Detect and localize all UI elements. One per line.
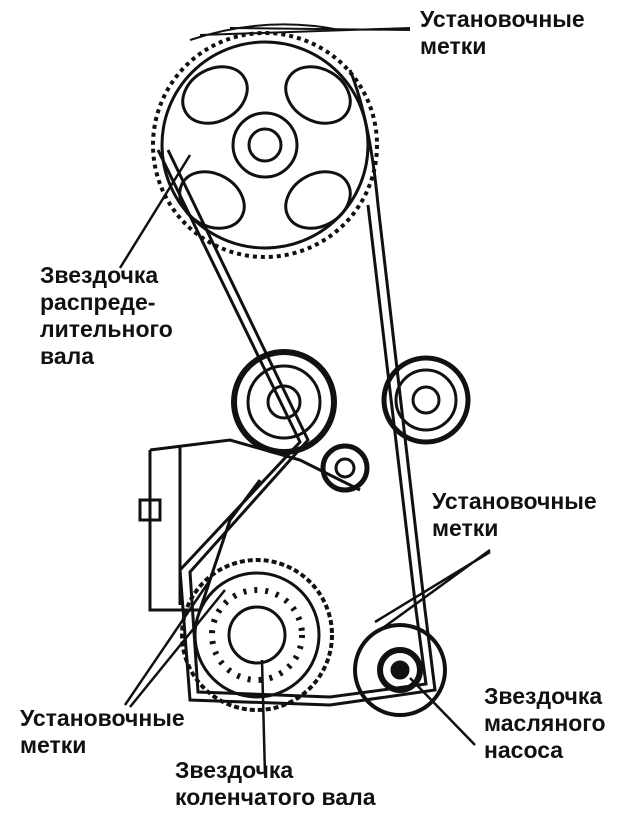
leader-right-marks bbox=[374, 548, 491, 632]
label-line: Установочные bbox=[432, 488, 597, 514]
label-line: вала bbox=[40, 343, 95, 369]
label-camshaft-sprocket: Звездочка распреде- лительного вала bbox=[40, 262, 173, 370]
label-line: насоса bbox=[484, 737, 564, 763]
label-line: распреде- bbox=[40, 289, 156, 315]
leader-camshaft bbox=[118, 154, 192, 269]
camshaft-sprocket bbox=[151, 31, 379, 259]
idler-pulley-right bbox=[381, 355, 471, 445]
label-crankshaft-sprocket: Звездочка коленчатого вала bbox=[175, 757, 376, 811]
oil-pump-sprocket bbox=[353, 623, 447, 717]
label-line: метки bbox=[420, 33, 487, 59]
top-timing-marks bbox=[189, 23, 411, 41]
label-line: метки bbox=[432, 515, 499, 541]
idler-pulley-small bbox=[320, 443, 370, 493]
leader-oil-pump bbox=[409, 677, 476, 746]
label-line: Установочные bbox=[420, 6, 585, 32]
leader-left-marks bbox=[123, 579, 226, 708]
label-line: Звездочка bbox=[175, 757, 294, 783]
tensioner-pulley bbox=[231, 349, 337, 455]
label-line: коленчатого вала bbox=[175, 784, 376, 810]
leader-crank bbox=[260, 659, 267, 776]
tensioner-bracket bbox=[138, 438, 361, 612]
label-line: Звездочка bbox=[40, 262, 159, 288]
label-line: масляного bbox=[484, 710, 606, 736]
label-line: лительного bbox=[40, 316, 173, 342]
label-oil-pump-sprocket: Звездочка масляного насоса bbox=[484, 683, 606, 764]
label-left-timing-marks: Установочные метки bbox=[20, 705, 185, 759]
label-right-timing-marks: Установочные метки bbox=[432, 488, 597, 542]
crankshaft-sprocket bbox=[180, 558, 334, 712]
label-line: Установочные bbox=[20, 705, 185, 731]
label-line: метки bbox=[20, 732, 87, 758]
label-top-timing-marks: Установочные метки bbox=[420, 6, 585, 60]
label-line: Звездочка bbox=[484, 683, 603, 709]
